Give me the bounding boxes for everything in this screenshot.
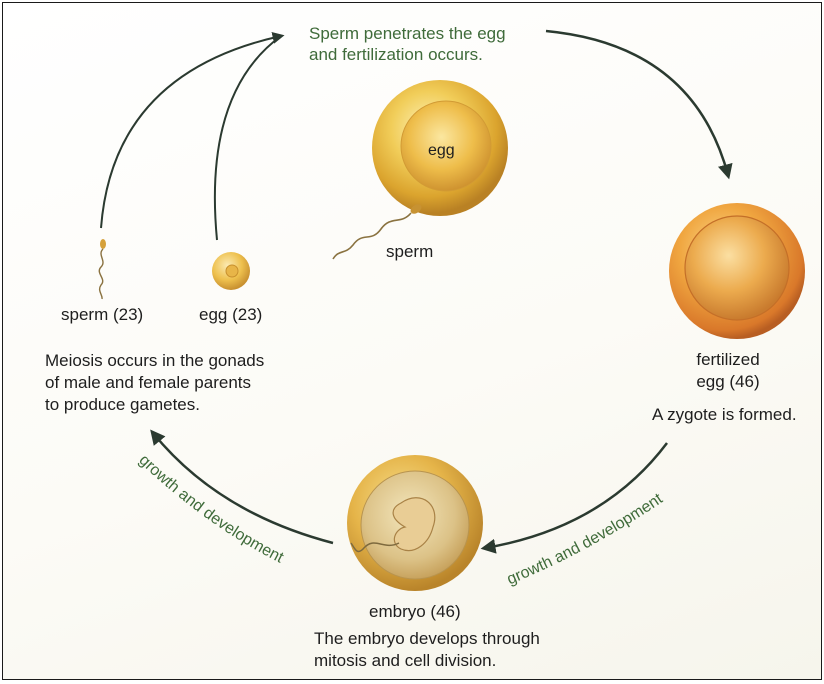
zygote-illustration bbox=[669, 203, 805, 339]
center-sperm-label: sperm bbox=[386, 241, 433, 263]
embryo-illustration bbox=[347, 455, 483, 591]
embryo-caption-line2: mitosis and cell division. bbox=[314, 650, 496, 672]
zygote-inner bbox=[685, 216, 789, 320]
embryo-caption-line1: The embryo develops through bbox=[314, 628, 540, 650]
arrow-zygote-to-embryo bbox=[485, 443, 667, 548]
diagram-artwork: growth and development growth and develo… bbox=[3, 3, 822, 680]
growth-label-left: growth and development bbox=[136, 452, 287, 567]
sperm-gamete-illustration bbox=[99, 239, 106, 299]
egg-gamete-illustration bbox=[212, 252, 250, 290]
sperm-gamete-label: sperm (23) bbox=[61, 304, 143, 326]
egg-with-sperm-illustration bbox=[333, 80, 508, 259]
embryo-label: embryo (46) bbox=[369, 601, 461, 623]
center-egg-label: egg bbox=[428, 140, 455, 162]
meiosis-caption-line2: of male and female parents bbox=[45, 372, 251, 394]
egg-gamete-label: egg (23) bbox=[199, 304, 262, 326]
sperm-head bbox=[100, 239, 106, 249]
fertilization-caption-line2: and fertilization occurs. bbox=[309, 44, 483, 66]
zygote-label-line1: fertilized bbox=[663, 349, 793, 371]
meiosis-caption-line1: Meiosis occurs in the gonads bbox=[45, 350, 264, 372]
growth-label-right: growth and development bbox=[505, 490, 667, 588]
fertilization-caption-line1: Sperm penetrates the egg bbox=[309, 23, 506, 45]
small-egg-nucleus bbox=[226, 265, 238, 277]
meiosis-caption-line3: to produce gametes. bbox=[45, 394, 200, 416]
arrow-fertilization-to-zygote bbox=[546, 31, 728, 175]
arrow-sperm-to-fertilization bbox=[101, 36, 281, 228]
arrow-egg-to-fertilization bbox=[215, 36, 281, 240]
sperm-tail bbox=[99, 249, 103, 299]
zygote-label-line2: egg (46) bbox=[663, 371, 793, 393]
zygote-caption: A zygote is formed. bbox=[652, 404, 797, 426]
